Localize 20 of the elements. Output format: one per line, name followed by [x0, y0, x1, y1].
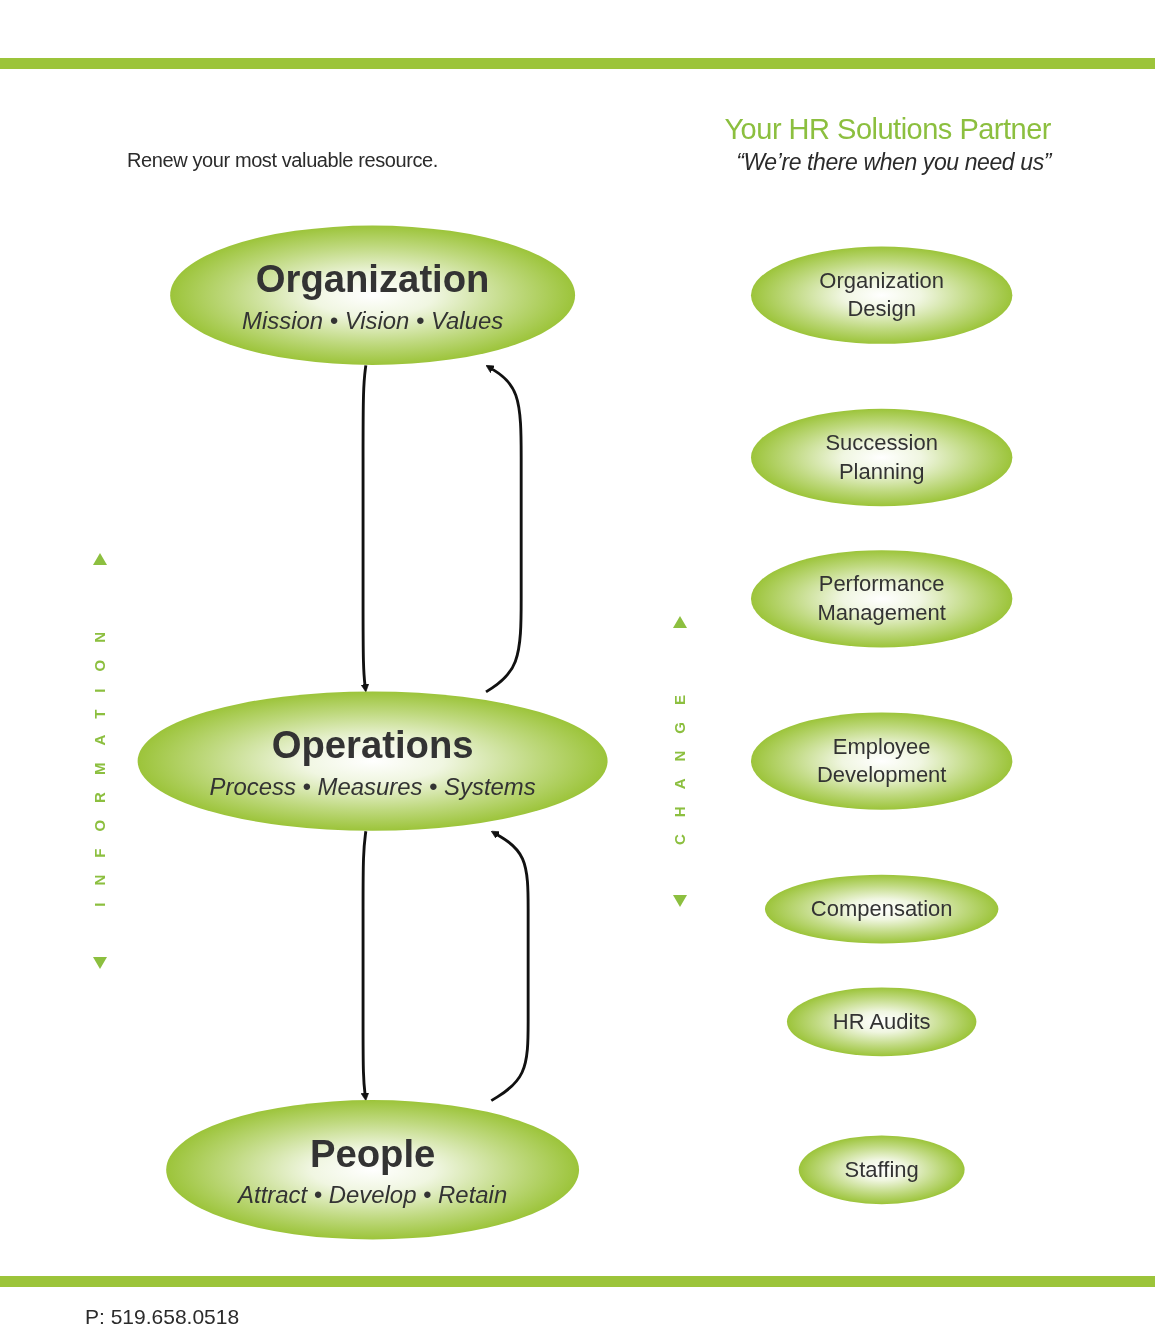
arrow: [360, 831, 370, 1101]
arrow: [360, 365, 370, 693]
arrow: [490, 830, 530, 1102]
node-ellipse: Performance Management: [751, 550, 1013, 648]
arrow: [485, 364, 523, 694]
node-ellipse: HR Audits: [786, 987, 977, 1057]
node-ellipse: Operations Process • Measures • Systems: [137, 691, 608, 831]
vertical-label: CHANGE: [671, 678, 688, 845]
tagline-heading: Your HR Solutions Partner: [724, 113, 1051, 146]
node-ellipse: Employee Development: [751, 712, 1013, 810]
quote-text: “We’re there when you need us”: [736, 149, 1051, 176]
node-ellipse: Staffing: [798, 1135, 965, 1205]
node-ellipse: Organization Mission • Vision • Values: [170, 225, 576, 365]
node-ellipse: People Attract • Develop • Retain: [166, 1100, 580, 1240]
phone-number: P: 519.658.0518: [85, 1305, 240, 1329]
node-ellipse: Compensation: [764, 874, 999, 944]
node-ellipse: Succession Planning: [751, 408, 1013, 507]
slogan-text: Renew your most valuable resource.: [127, 149, 438, 172]
vertical-label: INFORMATION: [91, 615, 108, 907]
node-ellipse: Organization Design: [751, 246, 1013, 344]
